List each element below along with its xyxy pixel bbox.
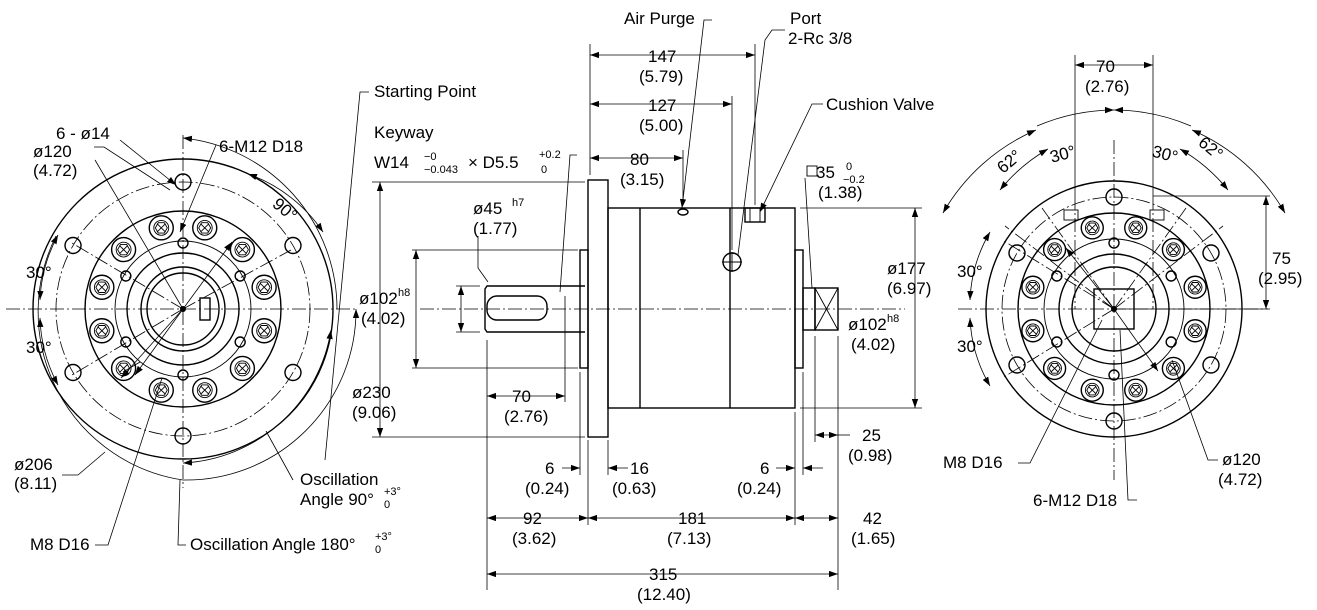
dim-127-inch: (5.00) <box>639 116 683 135</box>
dia120-right-inch: (4.72) <box>1218 470 1262 489</box>
keyway-depth-lower: 0 <box>541 164 547 176</box>
dim-16-inch: (0.63) <box>612 479 656 498</box>
m8-left-label: M8 D16 <box>30 535 90 554</box>
dia102-left: ø102 <box>359 289 398 308</box>
dim-147: 147 <box>648 47 676 66</box>
side-view-dimensions <box>372 19 922 590</box>
keyway-width-lower: −0.043 <box>424 164 458 176</box>
square-lower: −0.2 <box>843 174 865 186</box>
starting-point-label: Starting Point <box>374 82 476 101</box>
oscillation-90-label-a: Oscillation <box>300 470 378 489</box>
dia45-inch: (1.77) <box>473 219 517 238</box>
keyway-width: W14 <box>374 153 409 172</box>
dim-25: 25 <box>862 426 881 445</box>
dim-75-inch: (2.95) <box>1258 269 1302 288</box>
small-holes-right <box>1051 237 1177 381</box>
dim-25-inch: (0.98) <box>848 446 892 465</box>
keyway-depth: × D5.5 <box>468 153 519 172</box>
angle30-upper-label: 30° <box>26 263 52 282</box>
six-m12-left-label: 6-M12 D18 <box>219 137 303 156</box>
dia230-inch: (9.06) <box>352 403 396 422</box>
angle62-right: 62° <box>1195 133 1227 164</box>
dia177-inch: (6.97) <box>887 279 931 298</box>
dia177-label: ø177 <box>887 259 926 278</box>
angle30-right-upper: 30° <box>957 262 983 281</box>
side-view <box>420 179 905 438</box>
port-size-label: 2-Rc 3/8 <box>788 29 852 48</box>
cushion-valve-label: Cushion Valve <box>826 95 934 114</box>
square-upper: 0 <box>846 161 852 173</box>
dim-80: 80 <box>630 150 649 169</box>
osc180-tol-lower: 0 <box>375 544 381 556</box>
osc180-tol-upper: +3° <box>375 531 392 543</box>
angle62-left: 62° <box>993 146 1025 177</box>
dim-16: 16 <box>630 459 649 478</box>
angle30-right-lower: 30° <box>957 337 983 356</box>
dia45-fit: h7 <box>512 197 524 209</box>
osc90-tol-upper: +3° <box>384 486 401 498</box>
dim-80-inch: (3.15) <box>620 170 664 189</box>
dim-315: 315 <box>649 565 677 584</box>
port-label: Port <box>790 9 821 28</box>
dim-181-inch: (7.13) <box>667 529 711 548</box>
keyway-depth-upper: +0.2 <box>539 149 561 161</box>
dim-70-side: 70 <box>512 387 531 406</box>
keyway-width-upper: −0 <box>424 151 437 163</box>
dia102-right-fit: h8 <box>887 313 899 325</box>
six-m12-right-label: 6-M12 D18 <box>1033 491 1117 510</box>
dim-70-right-inch: (2.76) <box>1085 77 1129 96</box>
dim-315-inch: (12.40) <box>637 585 691 604</box>
dia45-label: ø45 <box>473 199 502 218</box>
dia102-right-inch: (4.02) <box>851 335 895 354</box>
six-hole-label: 6 - ø14 <box>56 124 110 143</box>
square-label: 35 <box>816 163 835 182</box>
angle30-top-left: 30° <box>1048 142 1078 167</box>
oscillation-180-label: Oscillation Angle 180° <box>190 535 356 554</box>
dia230-label: ø230 <box>352 383 391 402</box>
osc90-tol-lower: 0 <box>384 499 390 511</box>
dim-70-side-inch: (2.76) <box>504 407 548 426</box>
bolt-circle-right <box>1021 216 1207 402</box>
dia206-label: ø206 <box>14 455 53 474</box>
dia120-left-inch: (4.72) <box>33 161 77 180</box>
dim-70-right: 70 <box>1096 57 1115 76</box>
dim-92: 92 <box>523 509 542 528</box>
dia102-right: ø102 <box>848 315 887 334</box>
square-inch: (1.38) <box>818 183 862 202</box>
dim-6-right-inch: (0.24) <box>737 479 781 498</box>
m8-right-label: M8 D16 <box>943 453 1003 472</box>
dim-6-left-inch: (0.24) <box>525 479 569 498</box>
air-purge-label: Air Purge <box>624 9 695 28</box>
dia120-left-label: ø120 <box>33 142 72 161</box>
left-end-view <box>6 91 369 546</box>
keyway-label: Keyway <box>374 123 434 142</box>
dia102-left-fit: h8 <box>398 287 410 299</box>
dim-181: 181 <box>678 509 706 528</box>
right-end-view <box>942 55 1286 501</box>
dim-127: 127 <box>648 96 676 115</box>
dim-42-inch: (1.65) <box>851 529 895 548</box>
oscillation-90-label-b: Angle 90° <box>300 490 374 509</box>
dia206-inch: (8.11) <box>14 474 57 493</box>
dim-147-inch: (5.79) <box>639 67 683 86</box>
dim-92-inch: (3.62) <box>512 529 556 548</box>
dim-6-right: 6 <box>760 459 769 478</box>
angle30-top-right: 30° <box>1150 142 1180 167</box>
angle30-lower-label: 30° <box>26 338 52 357</box>
dim-75: 75 <box>1272 249 1291 268</box>
dia102-left-inch: (4.02) <box>361 309 405 328</box>
through-holes-right <box>1008 188 1220 430</box>
dim-6-left: 6 <box>545 459 554 478</box>
dia120-right-label: ø120 <box>1222 450 1261 469</box>
dim-42: 42 <box>863 509 882 528</box>
